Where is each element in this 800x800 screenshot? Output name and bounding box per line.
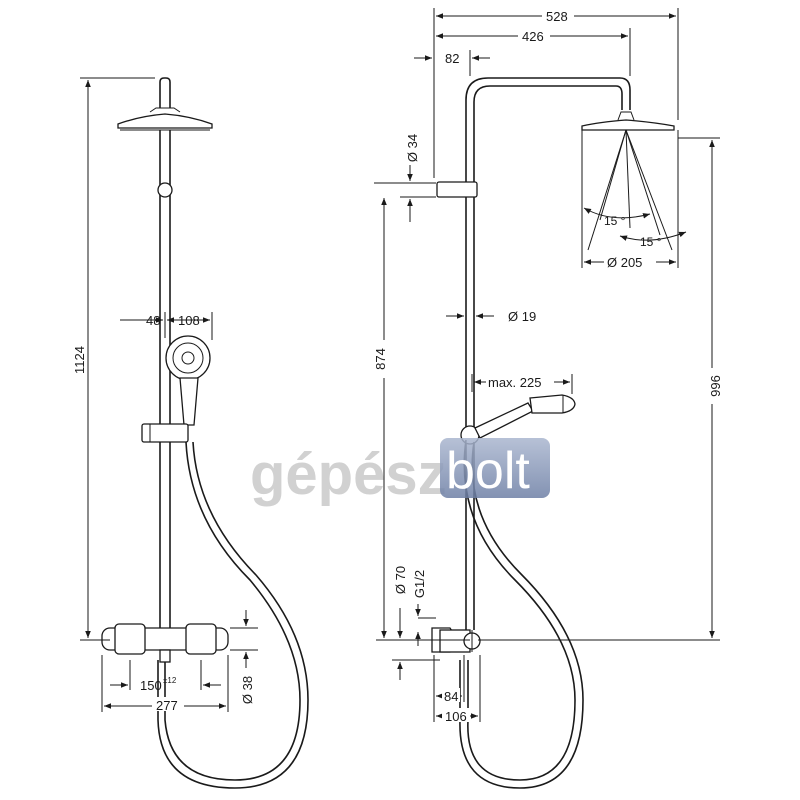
dim-1124: 1124 xyxy=(72,346,87,374)
front-view xyxy=(101,77,309,789)
dim-277: 277 xyxy=(156,698,178,713)
dim-d19: Ø 19 xyxy=(508,309,536,324)
side-view xyxy=(431,77,675,789)
dim-g12: G1/2 xyxy=(412,570,427,598)
side-dimensions: 528 426 82 Ø 34 874 Ø 19 max. 225 996 xyxy=(372,8,723,724)
dim-106: 106 xyxy=(445,709,467,724)
dim-528: 528 xyxy=(546,9,568,24)
dim-84: 84 xyxy=(444,689,458,704)
watermark-text-bolt: bolt xyxy=(446,442,530,500)
dim-108: 108 xyxy=(178,313,200,328)
dim-angle-15b: 15 ° xyxy=(640,235,662,249)
dim-996: 996 xyxy=(708,375,723,397)
dim-angle-15a: 15 ° xyxy=(604,214,626,228)
dim-d70: Ø 70 xyxy=(393,566,408,594)
dim-48: 48 xyxy=(146,313,160,328)
dim-426: 426 xyxy=(522,29,544,44)
dim-d38: Ø 38 xyxy=(240,676,255,704)
dim-150-tolerance: ±12 xyxy=(163,676,177,685)
front-dimensions: 1124 48 108 150 ±12 277 Ø 38 xyxy=(72,77,258,713)
dim-150: 150 xyxy=(140,678,162,693)
watermark-logo: gépész bolt xyxy=(250,438,550,507)
dim-874: 874 xyxy=(373,348,388,370)
dim-d34: Ø 34 xyxy=(405,134,420,162)
dim-max225: max. 225 xyxy=(488,375,541,390)
dim-82: 82 xyxy=(445,51,459,66)
watermark-text-gepesz: gépész xyxy=(250,442,447,507)
dim-d205: Ø 205 xyxy=(607,255,642,270)
